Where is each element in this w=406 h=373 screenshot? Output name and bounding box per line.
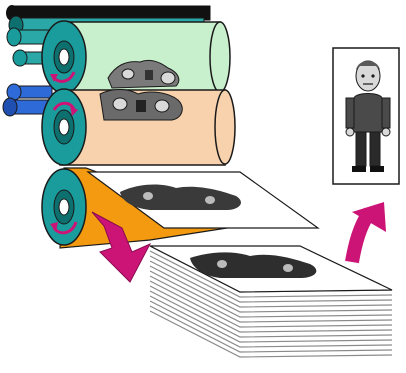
paper-stack-icon <box>150 246 392 357</box>
blanket-cylinder <box>42 89 235 165</box>
output-arrow-icon <box>352 202 386 262</box>
printed-portrait-icon <box>333 48 399 184</box>
upper-cylinder <box>42 21 230 93</box>
